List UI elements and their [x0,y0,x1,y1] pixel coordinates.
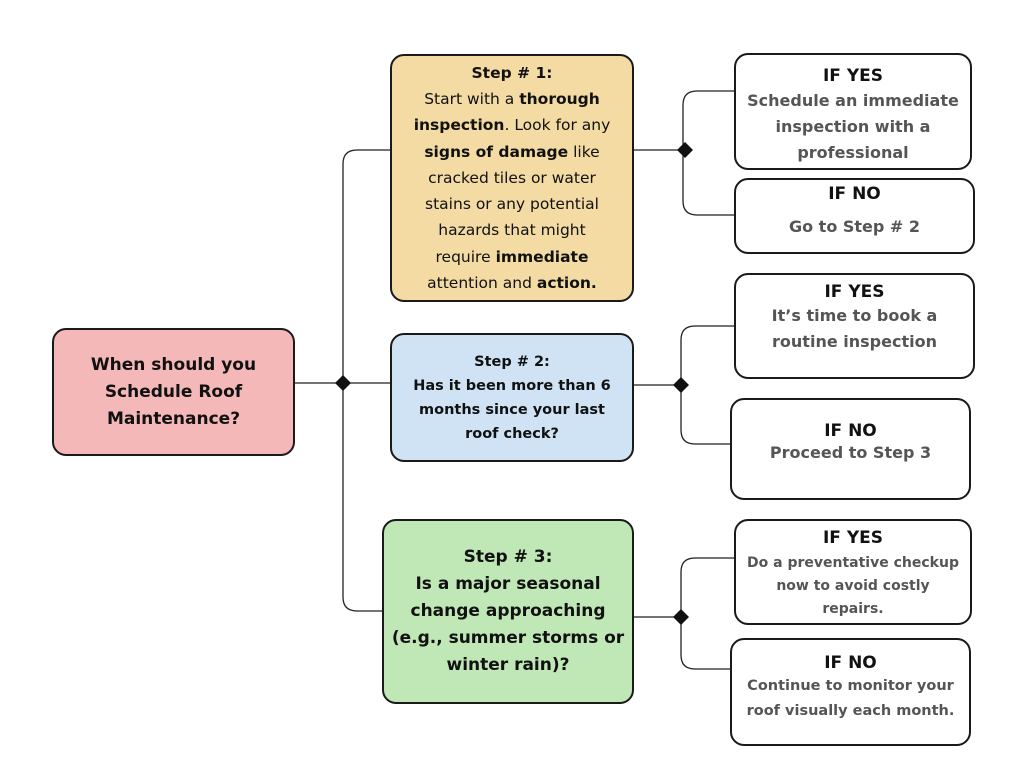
step1-line: stains or any potential [425,195,599,214]
answer-line: routine inspection [772,332,937,351]
step2-no-box: IF NO Proceed to Step 3 [730,398,971,500]
step1-text: like [568,142,600,161]
step2-line: months since your last [419,401,605,418]
answer-text: Continue to monitor your roof visually e… [747,674,955,724]
answer-line: Do a preventative checkup [747,555,959,571]
step1-text: Start with a [424,89,520,108]
answer-text: Go to Step # 2 [789,214,920,240]
root-question-box: When should you Schedule Roof Maintenanc… [52,328,295,456]
answer-line: professional [797,143,909,162]
answer-line: roof visually each month. [746,703,955,719]
answer-line: It’s time to book a [771,306,938,325]
step2-box: Step # 2: Has it been more than 6 months… [390,333,634,462]
step3-junction-diamond [673,609,689,625]
step1-line: Start with a thorough [424,86,600,112]
step1-title: Step # 1: [471,63,553,82]
step1-junction-diamond [677,142,693,158]
step1-emphasis: signs of damage [424,142,569,161]
answer-heading: IF NO [824,421,877,441]
step3-line: (e.g., summer storms or [391,628,625,648]
answer-line: Schedule an immediate [747,91,959,110]
step2-junction-diamond [673,377,689,393]
step1-yes-box: IF YES Schedule an immediate inspection … [734,53,972,170]
answer-heading: IF NO [828,184,881,204]
answer-heading: IF YES [822,528,884,548]
step3-box: Step # 3: Is a major seasonal change app… [382,519,634,704]
answer-line: inspection with a [775,117,931,136]
step1-line: signs of damage like [424,139,599,165]
step3-no-box: IF NO Continue to monitor your roof visu… [730,638,971,746]
step1-emphasis: inspection [413,116,505,135]
step1-emphasis: thorough [519,89,600,108]
answer-line: repairs. [822,601,884,617]
step3-fork [680,557,734,670]
step2-line: Has it been more than 6 [413,377,611,394]
step1-line: require immediate [436,244,589,270]
step1-text: . Look for any [504,116,611,135]
step1-line: inspection. Look for any [414,112,611,138]
step1-emphasis: immediate [495,247,589,266]
root-line: Maintenance? [106,408,241,429]
step2-line: roof check? [465,425,559,442]
step1-emphasis: action. [536,274,597,293]
answer-text: Schedule an immediate inspection with a … [747,88,959,166]
answer-line: Continue to monitor your [747,678,954,694]
step3-line: change approaching [410,601,606,621]
step3-yes-box: IF YES Do a preventative checkup now to … [734,519,972,625]
answer-text: Do a preventative checkup now to avoid c… [747,552,959,621]
step1-line: cracked tiles or water [428,168,596,187]
step3-line: Is a major seasonal [415,574,601,594]
step1-fork [682,90,734,216]
step1-text: require [435,247,496,266]
root-junction-diamond [335,375,351,391]
answer-text: Proceed to Step 3 [770,442,931,464]
answer-text: It’s time to book a routine inspection [772,303,938,355]
answer-line: Go to Step # 2 [788,217,921,236]
step2-title: Step # 2: [474,353,550,370]
answer-heading: IF YES [822,66,884,86]
answer-heading: IF NO [824,653,877,673]
step3-title: Step # 3: [463,547,553,567]
answer-heading: IF YES [824,282,885,302]
step1-no-box: IF NO Go to Step # 2 [734,178,975,254]
root-line: When should you [90,354,257,375]
answer-line: Proceed to Step 3 [769,443,932,462]
step1-line: attention and action. [427,270,597,296]
step2-yes-box: IF YES It’s time to book a routine inspe… [734,273,975,379]
root-line: Schedule Roof [104,381,243,402]
answer-line: now to avoid costly [776,578,930,594]
step1-text: attention and [427,274,537,293]
step1-box: Step # 1: Start with a thorough inspecti… [390,54,634,302]
step3-line: winter rain)? [446,655,570,675]
step1-line: hazards that might [438,221,586,240]
